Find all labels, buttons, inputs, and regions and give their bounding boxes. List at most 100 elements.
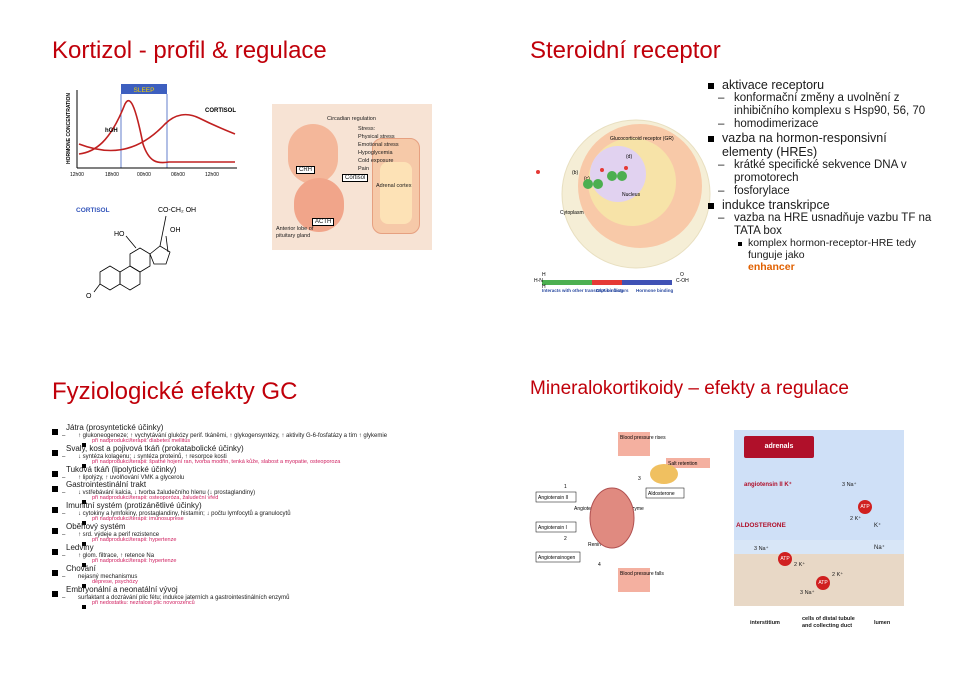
effect-immune: Imunitní systém (protizánětlivé účinky) <box>52 502 452 513</box>
graph-y-label: HORMONE CONCENTRATION <box>66 93 72 164</box>
angiotensinogen-box: Angiotensinogen <box>538 555 575 561</box>
o-label: O <box>86 293 92 300</box>
bullet-hre-binding: vazba na hormon-responsivní elementy (HR… <box>708 131 938 159</box>
k-2-top: 2 K⁺ <box>850 516 862 522</box>
bp-falls-label: Blood pressure falls <box>620 571 664 577</box>
time-tick-1: 18h00 <box>105 172 119 178</box>
cortisol-box: Cortisol <box>342 174 369 182</box>
cytoplasm-label: Cytoplasm <box>560 210 584 216</box>
effect-kidney-detail: ↑ glom. filtrace, ↑ retence Na <box>52 553 452 560</box>
slide-mineralocorticoids: Mineralokortikoidy – efekty a regulace B… <box>480 342 960 684</box>
step-1: 1 <box>564 484 567 490</box>
effect-circulation: Oběhový systém <box>52 523 452 534</box>
adrenal-shape <box>650 464 678 484</box>
struct-coh: C-OH <box>676 278 689 284</box>
time-tick-3: 06h00 <box>171 172 185 178</box>
atp-mid: ATP <box>778 552 792 566</box>
sub-sequences: krátké specifické sekvence DNA v promoto… <box>708 159 938 185</box>
crh-box: CRH <box>296 166 315 174</box>
angiotensin-k-label: angiotensin II K⁺ <box>744 482 792 488</box>
kidney-shape <box>589 487 635 549</box>
bullet-activation: aktivace receptoru <box>708 78 938 92</box>
hgh-curve <box>78 99 235 164</box>
receptor-cell-diagram: Glucocorticoid receptor (GR) (b) (c) (d)… <box>534 119 711 293</box>
stress-item-0: Physical stress <box>358 134 395 140</box>
pituitary-label: Anterior lobe of pituitary gland <box>276 226 314 239</box>
sub-homodimer: homodimerizace <box>708 118 938 131</box>
sleep-label: SLEEP <box>134 87 155 94</box>
time-tick-0: 12h00 <box>70 172 84 178</box>
step-2: 2 <box>564 536 567 542</box>
raas-diagram: Blood pressure rises Salt retention Aldo… <box>535 432 710 592</box>
effect-circulation-pathology: při nadprodukci/terapii: hypertenze <box>52 537 452 547</box>
stress-item-2: Hypoglycemia <box>358 150 393 156</box>
effect-liver-pathology: při nadprodukci/terapii: diabetes mellit… <box>52 438 452 448</box>
k-2-low: 2 K⁺ <box>832 572 844 578</box>
effect-adipose-detail: ↑ lipolýzy, ↑ uvolňování VMK a glycerolu <box>52 475 452 482</box>
regulation-diagram: Circadian regulation Stress: Physical st… <box>272 104 432 250</box>
effect-development: Embryonální a neonatální vývoj <box>52 586 452 597</box>
co-ch2oh-label: CO-CH₂ OH <box>158 207 196 214</box>
k-right: K⁺ <box>874 523 882 529</box>
angiotensin2-box: Angiotensin II <box>538 495 568 501</box>
sub-conformation: konformační změny a uvolnění z inhibiční… <box>708 92 938 118</box>
step-4: 4 <box>598 562 601 568</box>
effect-gi-pathology: při nadprodukci/terapii: osteoporóza, ža… <box>52 495 452 505</box>
effect-behavior: Chování <box>52 565 452 576</box>
cortisol-molecule: CORTISOL CO-CH₂ OH HO OH O <box>76 207 196 300</box>
step-3: 3 <box>638 476 641 482</box>
effect-muscle-bone-pathology: při nadprodukci/terapii: špatné hojení r… <box>52 459 452 469</box>
step-c: (c) <box>584 176 590 182</box>
adrenals-box: adrenals <box>744 436 814 458</box>
tubule-diagram: adrenals angiotensin II K⁺ ALDOSTERONE 3… <box>734 430 904 636</box>
aldosterone-box: Aldosterone <box>648 491 675 497</box>
stress-title: Stress: <box>358 126 376 132</box>
effect-behavior-pathology: deprese, psychózy <box>52 579 452 589</box>
legend-hormone: Hormone binding <box>636 288 673 293</box>
slide2-title: Steroidní receptor <box>530 37 721 64</box>
effect-behavior-detail: nejasný mechanismus <box>52 574 452 581</box>
effect-immune-detail: ↓ cytokiny a lymfokiny, prostaglandiny, … <box>52 511 452 518</box>
bullet-transcription: indukce transkripce <box>708 198 938 212</box>
sub-tata: vazba na HRE usnadňuje vazbu TF na TATA … <box>708 212 938 238</box>
oh-label: OH <box>170 227 181 234</box>
gc-effects-list: Játra (prosyntetické účinky) ↑ glukoneog… <box>52 423 452 610</box>
receptor-dimers <box>583 166 628 189</box>
na-3-top: 3 Na⁺ <box>842 482 857 488</box>
effect-muscle-bone-detail: ↓ syntéza kolagenu; ↓ syntéza proteinů, … <box>52 454 452 461</box>
gr-label: Glucocorticoid receptor (GR) <box>610 136 674 142</box>
slide1-title: Kortizol - profil & regulace <box>52 37 327 64</box>
receptor-bullets: aktivace receptoru konformační změny a u… <box>708 78 938 274</box>
acth-box: ACTH <box>312 218 335 226</box>
aldosterone-label: ALDOSTERONE <box>736 522 786 529</box>
complex-text: komplex hormon-receptor-HRE tedy funguje… <box>748 237 917 262</box>
effect-kidney-pathology: při nadprodukci/terapii: hypertenze <box>52 558 452 568</box>
adrenal-cortex-label: Adrenal cortex <box>376 183 412 189</box>
nucleus-label: Nucleus <box>622 192 641 198</box>
cortisol-curve-label: CORTISOL <box>205 108 236 114</box>
na-3-low: 3 Na⁺ <box>800 590 815 596</box>
molecule-name: CORTISOL <box>76 207 110 214</box>
legend-interacts: Interacts with other transcription facto… <box>542 288 629 293</box>
renin-label: Renin <box>588 542 601 548</box>
effect-development-pathology: při nedostatku: nezralost plic novorozen… <box>52 600 452 610</box>
legend-dna: DNA binding <box>596 288 623 293</box>
hgh-label: hGH <box>105 128 118 134</box>
sub-complex: komplex hormon-receptor-HRE tedy funguje… <box>708 237 938 274</box>
step-d: (d) <box>626 154 632 160</box>
hormone-profile-graph: SLEEP HORMONE CONCENTRATION hGH CORTISOL… <box>66 84 237 178</box>
stress-item-3: Cold exposure <box>358 158 394 164</box>
time-tick-2: 00h00 <box>137 172 151 178</box>
stress-item-4: Pain <box>358 166 370 172</box>
sub-phosphorylation: fosforylace <box>708 185 938 198</box>
effect-muscle-bone: Svaly, kost a pojivová tkáň (prokataboli… <box>52 444 452 456</box>
cortisol-curve <box>78 113 236 152</box>
effect-development-detail: surfaktant a dozrávání plic fétu; indukc… <box>52 595 452 602</box>
time-tick-4: 12h00 <box>205 172 219 178</box>
effect-liver: Játra (prosyntetické účinky) <box>52 423 452 435</box>
struct-o: O <box>680 272 684 278</box>
ho-label: HO <box>114 231 125 238</box>
struct-h-top: H <box>542 272 546 278</box>
lumen-label: lumen <box>874 620 891 626</box>
stress-item-1: Emotional stress <box>358 142 399 148</box>
